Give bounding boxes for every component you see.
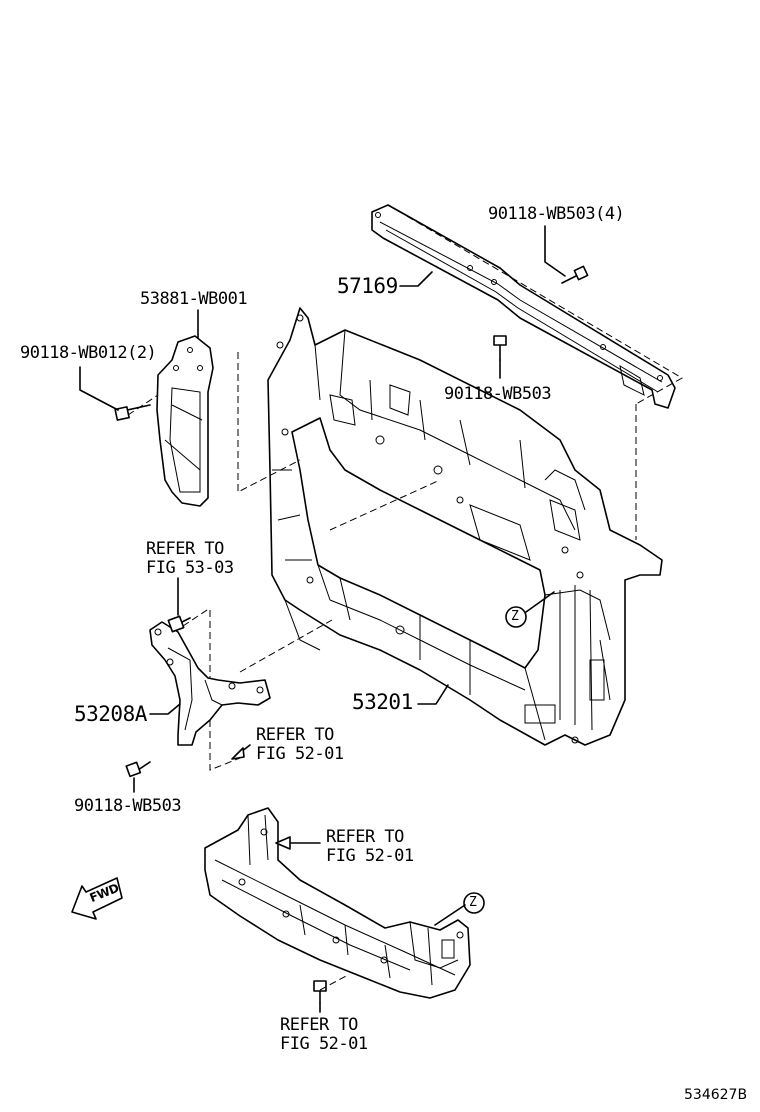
label-side-bracket: 53208A (74, 702, 147, 726)
upper-bolt-lower (493, 335, 507, 361)
fwd-arrow (71, 877, 123, 920)
ref-line1: REFER TO (280, 1015, 358, 1035)
side-bracket-53208A (149, 621, 271, 746)
upper-bolt (561, 265, 589, 284)
ref-arrowhead-bumper (275, 836, 291, 850)
side-bracket-lower-bolt (125, 761, 151, 778)
label-air-guide: 53881-WB001 (140, 289, 248, 309)
ref-line2: FIG 52-01 (280, 1034, 368, 1054)
leader-side-bracket (149, 703, 181, 715)
z-marker-upper: Z (511, 609, 519, 624)
leader-support-panel (417, 684, 449, 705)
ref-label-53-03: REFER TO FIG 53-03 (146, 540, 234, 578)
label-upper-bolt-single: 90118-WB503 (444, 384, 552, 404)
label-upper-bolts: 90118-WB503(4) (488, 204, 625, 224)
leader-upper-member (399, 271, 433, 287)
z-marker-upper-circle (505, 606, 527, 628)
label-air-guide-bolts: 90118-WB012(2) (20, 343, 157, 363)
ref-line1: REFER TO (326, 827, 404, 847)
ref-line2: FIG 52-01 (326, 846, 414, 866)
support-panel-53201 (267, 307, 663, 746)
leader-air-guide-bolts (79, 366, 119, 411)
bumper-bolt (313, 980, 327, 1004)
ref-label-52-01-side: REFER TO FIG 52-01 (256, 726, 344, 764)
side-bracket-upper-bolt (167, 615, 191, 633)
leader-z-upper (525, 591, 555, 613)
z-marker-lower-circle (463, 892, 485, 914)
ref-line2: FIG 53-03 (146, 558, 234, 578)
ref-label-52-01-bumper-bottom: REFER TO FIG 52-01 (280, 1016, 368, 1054)
air-guide-53881 (156, 335, 214, 507)
label-upper-member: 57169 (337, 274, 398, 298)
ref-arrowhead-side (231, 747, 245, 760)
ref-line1: REFER TO (256, 725, 334, 745)
bumper-reinforcement (204, 807, 471, 999)
leader-z-lower (434, 904, 466, 926)
label-support-panel: 53201 (352, 690, 413, 714)
ref-line1: REFER TO (146, 539, 224, 559)
z-marker-lower: Z (469, 895, 477, 910)
diagram-id: 534627B (684, 1087, 748, 1103)
leader-upper-bolts (544, 225, 566, 277)
ref-label-52-01-bumper-top: REFER TO FIG 52-01 (326, 828, 414, 866)
label-side-bracket-bolt: 90118-WB503 (74, 796, 182, 816)
upper-member-57169 (371, 204, 676, 409)
ref-line2: FIG 52-01 (256, 744, 344, 764)
